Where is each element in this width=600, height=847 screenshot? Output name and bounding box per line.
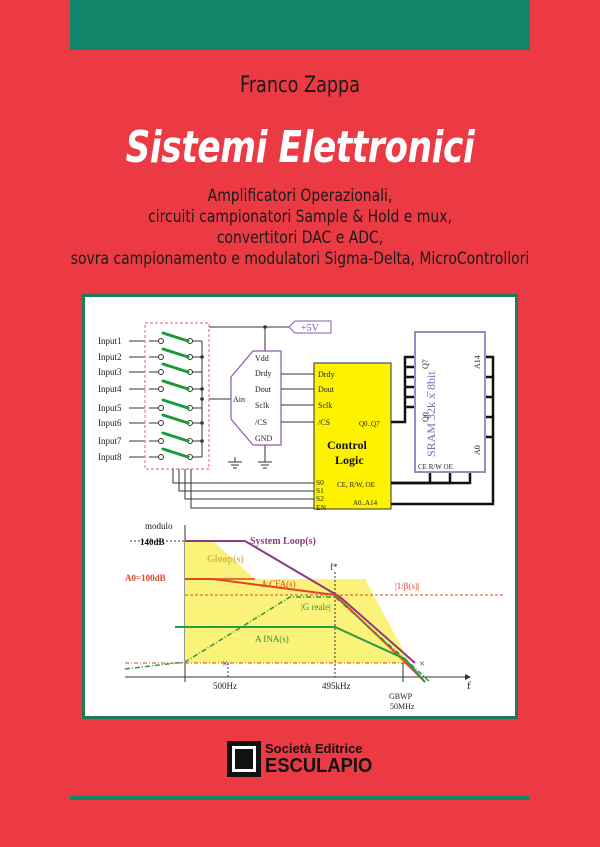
gbwp-value: 50MHz [390,702,415,711]
svg-text:Q0: Q0 [421,412,430,422]
svg-text:CE, R/W, OE: CE, R/W, OE [337,481,375,489]
input-label: Input6 [98,418,122,428]
svg-text:Dout: Dout [318,385,335,394]
input-label: Input2 [98,352,122,362]
svg-text:...: ... [421,391,430,397]
aina-label: A INA(s) [255,634,289,644]
svg-text:Control: Control [327,438,367,452]
subtitle-line: sovra campionamento e modulatori Sigma-D… [70,249,530,269]
svg-text:/CS: /CS [318,418,330,427]
top-color-band [70,0,530,50]
svg-text:Sclk: Sclk [318,401,332,410]
input-label: Input7 [98,436,122,446]
gloop-area [185,541,410,663]
svg-text:Drdy: Drdy [255,369,271,378]
select-lines [172,469,314,509]
sram-block: SRAM 32k x 8bit Q0 Q7 ... A0 A14 CE R/W … [414,331,486,473]
x-axis-label: f [467,680,471,692]
svg-text:Q7: Q7 [421,359,430,369]
level-a0-label: A0=100dB [125,573,166,583]
inv-beta-label: |1/β(s)| [395,581,420,591]
mux-box [144,322,210,470]
svg-text:Sclk: Sclk [255,401,269,410]
svg-text:A14: A14 [473,355,482,369]
svg-text:S0: S0 [316,478,324,487]
subtitle-line: circuiti campionatori Sample & Hold e mu… [148,207,452,227]
publisher-name-line1: Società Editrice [265,741,363,756]
input-label: Input4 [98,384,122,394]
system-loop-curve [185,540,416,664]
svg-text:A0: A0 [473,445,482,455]
bottom-color-band [70,796,530,800]
input-label: Input8 [98,452,122,462]
acfa-label: A CFA(s) [261,579,296,589]
control-address-bus [391,355,495,506]
circuit-and-bode-illustration: Input1 Input2 Input3 Input4 Input5 Input… [98,320,505,711]
svg-text:Logic: Logic [335,453,364,467]
svg-text:SRAM 32k x 8bit: SRAM 32k x 8bit [424,371,438,457]
subtitle-line: Amplificatori Operazionali, [207,186,393,206]
svg-text:Q0..Q7: Q0..Q7 [359,420,380,428]
publisher-mark-icon [227,741,261,777]
input-label: Input5 [98,403,122,413]
freq-500hz-label: 500Hz [213,681,237,691]
subtitle-line: convertitori DAC e ADC, [216,228,384,248]
gbwp-label: GBWP [389,692,413,701]
publisher-name-line2: ESCULAPIO [265,755,373,777]
book-subtitle: Amplificatori Operazionali, circuiti cam… [0,186,600,270]
input-wires [129,340,145,458]
bode-plot: modulo System Loop(s) Gloop(s) 140dB A0=… [124,521,505,711]
data-bus [391,355,415,424]
y-axis-label: modulo [145,521,173,531]
svg-text:/CS: /CS [255,418,267,427]
g-reale-label: |G reale| [301,602,331,612]
book-title: Sistemi Elettronici [125,122,475,173]
adc-mcu-wires [281,373,314,423]
svg-text:S1: S1 [316,486,324,495]
system-loop-label: System Loop(s) [250,536,316,547]
publisher-logo: Società Editrice ESCULAPIO [227,741,377,777]
gloop-label: Gloop(s) [207,554,244,565]
svg-text:EN: EN [316,503,327,512]
g-reale-curve [124,596,431,683]
svg-text:A0..A14: A0..A14 [353,499,378,507]
input-label: Input1 [98,336,122,346]
author-name: Franco Zappa [239,73,361,98]
svg-text:GND: GND [255,434,273,443]
svg-text:CE R/W OE: CE R/W OE [418,463,453,471]
input-label: Input3 [98,367,122,377]
svg-text:+5V: +5V [301,323,320,334]
mux-switches [149,331,193,460]
aina-curve [175,626,426,683]
svg-text:Dout: Dout [255,385,272,394]
f-star-label: f* [330,562,338,572]
input-labels: Input1 Input2 Input3 Input4 Input5 Input… [98,336,122,462]
cover-figure: Input1 Input2 Input3 Input4 Input5 Input… [82,294,518,719]
level-140-label: 140dB [140,537,165,547]
svg-text:S2: S2 [316,494,324,503]
svg-text:Ain: Ain [233,395,245,404]
pole-marker: × [419,658,425,670]
svg-text:Drdy: Drdy [318,370,334,379]
adc-block: Ain Vdd Drdy Dout Sclk /CS GND [230,350,282,446]
mcu-block: Drdy Dout Sclk /CS Q0..Q7 Control Logic … [313,362,392,512]
svg-text:Vdd: Vdd [255,354,269,363]
pole-marker: × [222,658,228,670]
supply-tag: +5V [288,320,332,334]
freq-495khz-label: 495kHz [322,681,351,691]
